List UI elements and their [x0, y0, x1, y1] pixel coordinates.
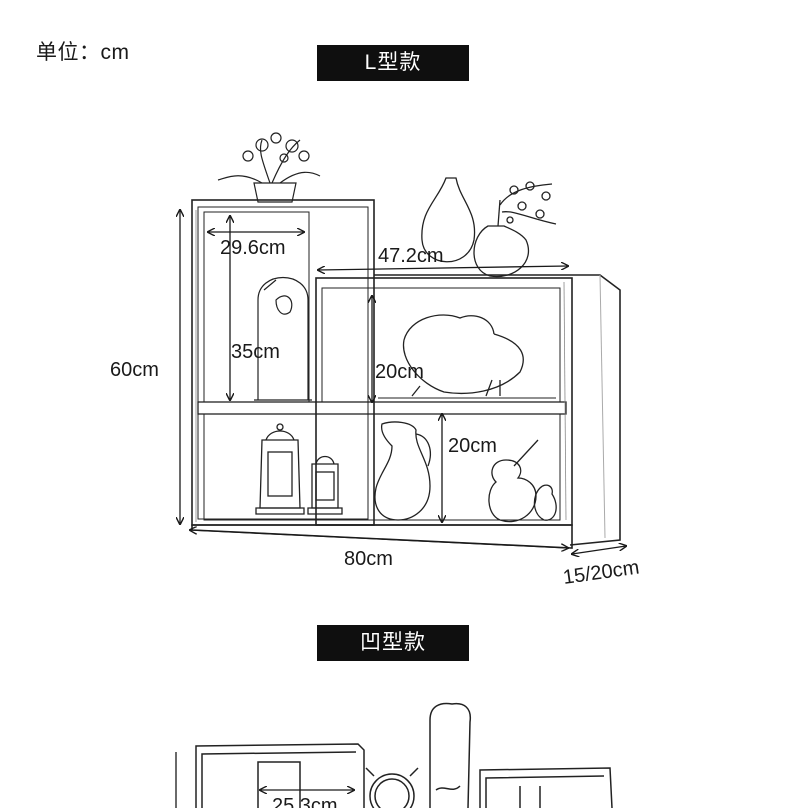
potted-plant-illustration — [217, 132, 321, 203]
dim-shelf-height-top: 20cm — [375, 361, 424, 383]
section-title-l-shape: L型款 — [317, 45, 469, 81]
dim-inner-height: 35cm — [231, 341, 280, 363]
frog-figurine-illustration — [378, 314, 556, 399]
dim-inner-width: 29.6cm — [220, 237, 286, 259]
vase-illustration — [421, 177, 557, 278]
glass-dome-illustration — [254, 277, 312, 401]
dim-inner-width-ao: 25.3cm — [272, 795, 338, 808]
section-title-ao-shape: 凹型款 — [317, 625, 469, 661]
dim-shelf-height-bottom: 20cm — [448, 435, 497, 457]
lantern-illustration — [255, 423, 343, 515]
dim-total-width: 80cm — [344, 548, 393, 570]
unit-label: 单位：cm — [36, 41, 130, 64]
dim-total-height: 60cm — [110, 359, 159, 381]
dimension-lines-ao — [175, 752, 354, 808]
dim-shelf-width: 47.2cm — [378, 245, 444, 267]
jug-illustration — [374, 421, 431, 521]
bird-figurine-illustration — [488, 439, 557, 523]
dimension-lines — [180, 210, 626, 554]
dim-depth: 15/20cm — [562, 556, 641, 588]
ao-shape-shelf-illustration — [195, 702, 613, 808]
